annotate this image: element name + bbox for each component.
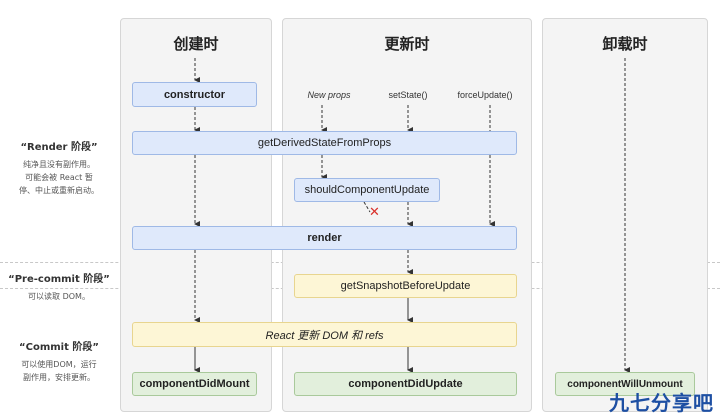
precommit-desc-line: 可以读取 DOM。 <box>28 292 90 301</box>
render-desc-line: 停、中止或重新启动。 <box>19 186 99 195</box>
render-box: render <box>132 226 517 250</box>
commit-phase-desc: 可以使用DOM，运行 副作用，安排更新。 <box>0 358 118 384</box>
set-state-trigger: setState() <box>388 90 428 100</box>
unmount-column-title: 卸载时 <box>602 35 648 53</box>
component-did-mount-box: componentDidMount <box>132 372 257 396</box>
render-desc-line: 可能会被 React 暂 <box>25 173 93 182</box>
commit-desc-line: 可以使用DOM，运行 <box>21 360 97 369</box>
cross-icon: ✕ <box>369 205 380 220</box>
render-phase-label: “Render 阶段” 纯净且没有副作用。 可能会被 React 暂 停、中止或… <box>0 138 118 197</box>
watermark-logo: 九七分享吧 <box>609 391 714 415</box>
new-props-trigger: New props <box>307 90 351 100</box>
component-will-unmount-box: componentWillUnmount <box>555 372 695 396</box>
mount-column-title: 创建时 <box>173 35 219 53</box>
precommit-phase-title: “Pre-commit 阶段” <box>8 274 110 285</box>
commit-phase-label: “Commit 阶段” 可以使用DOM，运行 副作用，安排更新。 <box>0 338 118 384</box>
render-desc-line: 纯净且没有副作用。 <box>23 160 95 169</box>
constructor-box: constructor <box>132 82 257 107</box>
force-update-trigger: forceUpdate() <box>457 90 513 100</box>
commit-desc-line: 副作用，安排更新。 <box>23 373 95 382</box>
get-derived-state-from-props-box: getDerivedStateFromProps <box>132 131 517 155</box>
component-did-update-box: componentDidUpdate <box>294 372 517 396</box>
get-snapshot-before-update-box: getSnapshotBeforeUpdate <box>294 274 517 298</box>
should-component-update-box: shouldComponentUpdate <box>294 178 440 202</box>
precommit-phase-label: “Pre-commit 阶段” 可以读取 DOM。 <box>0 270 118 303</box>
render-phase-title: “Render 阶段” <box>20 142 98 153</box>
render-phase-desc: 纯净且没有副作用。 可能会被 React 暂 停、中止或重新启动。 <box>0 158 118 197</box>
commit-phase-title: “Commit 阶段” <box>19 342 99 353</box>
arrow-scu-false <box>363 201 371 213</box>
update-column-title: 更新时 <box>384 35 430 53</box>
precommit-phase-desc: 可以读取 DOM。 <box>0 290 118 303</box>
react-update-dom-box: React 更新 DOM 和 refs <box>132 322 517 347</box>
